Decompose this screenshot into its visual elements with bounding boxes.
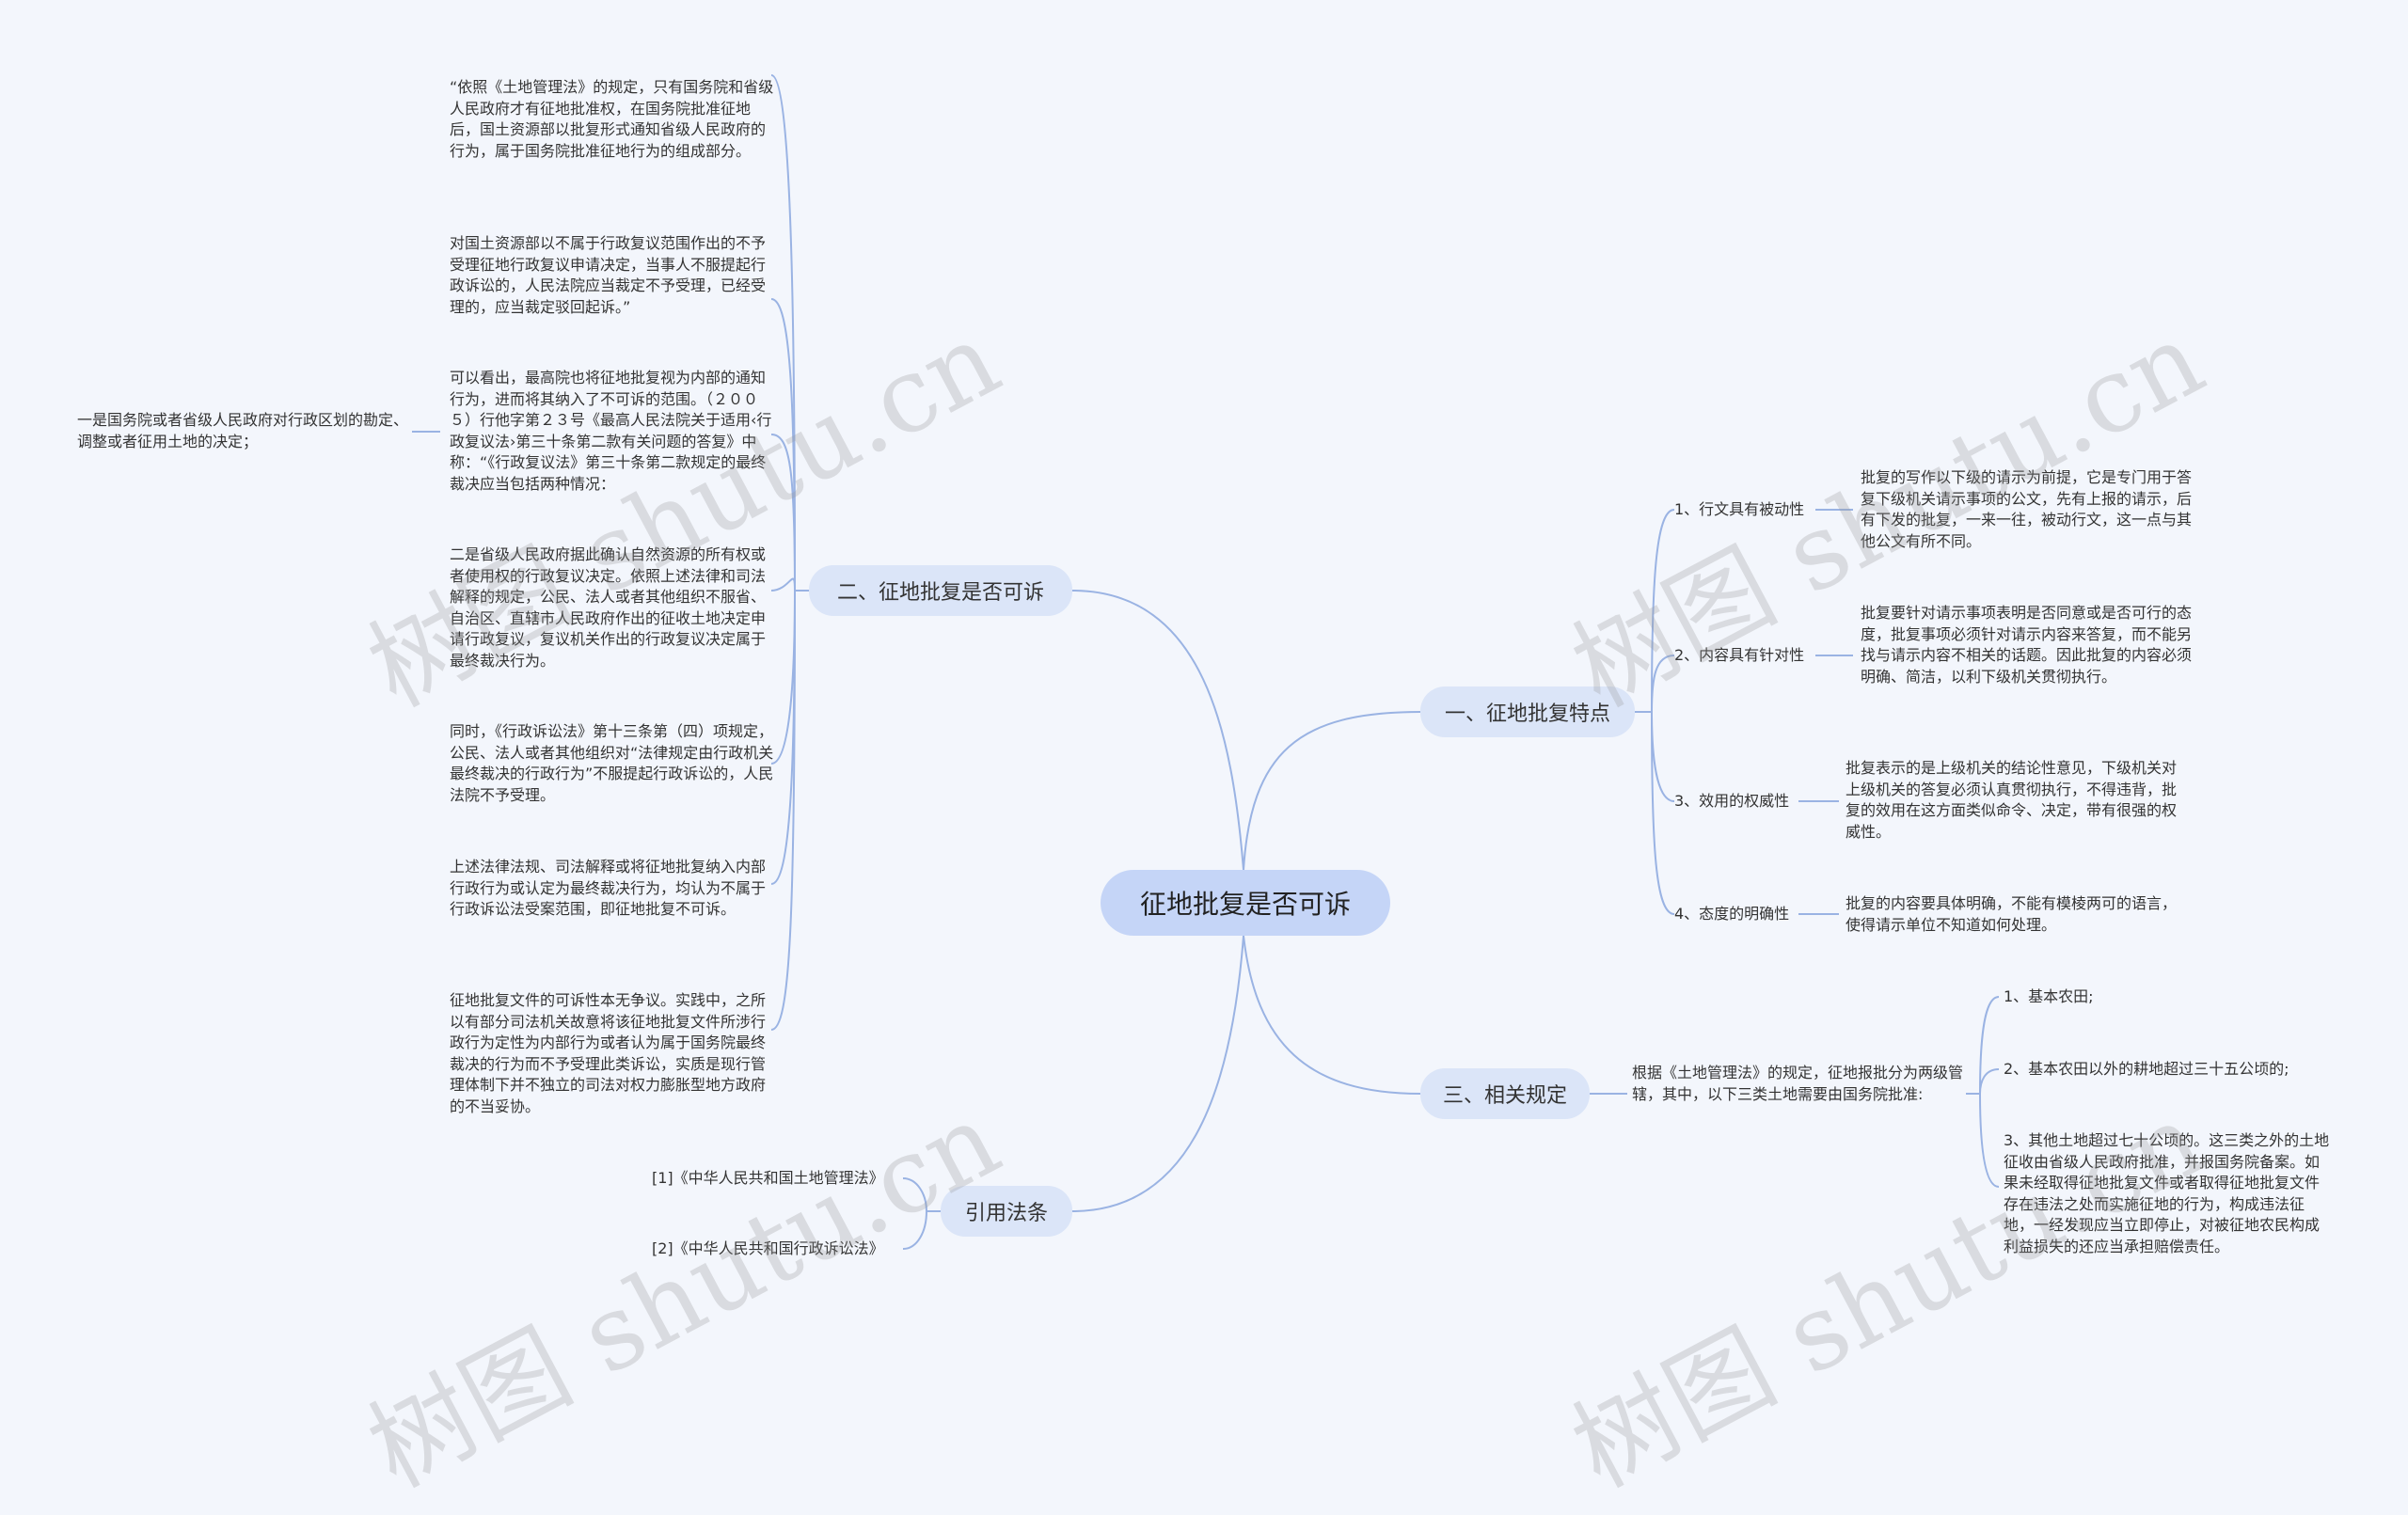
paragraph-7[interactable]: 征地批复文件的可诉性本无争议。实践中，之所以有部分司法机关故意将该征地批复文件所… [450,991,767,1115]
citation-2[interactable]: [2]《中华人民共和国行政诉讼法》 [652,1239,884,1257]
paragraph-3-subnote[interactable]: 一是国务院或者省级人民政府对行政区划的勘定、调整或者征用土地的决定； [77,411,409,450]
feature-label-2[interactable]: 2、内容具有针对性 [1674,646,1805,664]
feature-label-1[interactable]: 1、行文具有被动性 [1674,500,1805,518]
feature-label-4[interactable]: 4、态度的明确性 [1674,905,1790,923]
link-root-b4 [1071,935,1244,1212]
regulation-item-1[interactable]: 1、基本农田; [2004,987,2094,1005]
connector-lines [412,74,2000,1250]
branch-regulations[interactable]: 三、相关规定 [1420,1068,1590,1119]
feature-text-1: 批复的写作以下级的请示为前提，它是专门用于答复下级机关请示事项的公文，先有上报的… [1861,468,2193,550]
link-root-b3 [1243,935,1421,1095]
regulation-intro[interactable]: 根据《土地管理法》的规定，征地报批分为两级管辖，其中，以下三类土地需要由国务院批… [1632,1064,1964,1103]
paragraph-4[interactable]: 二是省级人民政府据此确认自然资源的所有权或者使用权的行政复议决定。依照上述法律和… [450,545,767,670]
regulation-item-2[interactable]: 2、基本农田以外的耕地超过三十五公顷的; [2004,1060,2289,1078]
feature-text-4: 批复的内容要具体明确，不能有模棱两可的语言，使得请示单位不知道如何处理。 [1846,894,2178,934]
link-root-b2 [1071,590,1244,871]
link-root-b1 [1243,711,1421,871]
feature-text-3: 批复表示的是上级机关的结论性意见，下级机关对上级机关的答复必须认真贯彻执行，不得… [1846,759,2178,841]
feature-label-3[interactable]: 3、效用的权威性 [1674,792,1790,810]
branch-features[interactable]: 一、征地批复特点 [1420,686,1635,737]
feature-text-2: 批复要针对请示事项表明是否同意或是否可行的态度，批复事项必须针对请示内容来答复，… [1861,604,2193,686]
paragraph-3[interactable]: 可以看出，最高院也将征地批复视为内部的通知行为，进而将其纳入了不可诉的范围。（２… [450,369,772,493]
paragraph-5[interactable]: 同时，《行政诉讼法》第十三条第（四）项规定，公民、法人或者其他组织对“法律规定由… [450,722,774,804]
regulation-item-3[interactable]: 3、其他土地超过七十公顷的。这三类之外的土地征收由省级人民政府批准，并报国务院备… [2004,1131,2330,1255]
root-node[interactable]: 征地批复是否可诉 [1101,870,1390,936]
paragraph-2[interactable]: 对国土资源部以不属于行政复议范围作出的不予受理征地行政复议申请决定，当事人不服提… [450,234,767,316]
branch-litigable[interactable]: 二、征地批复是否可诉 [809,565,1072,616]
branch-citations[interactable]: 引用法条 [941,1186,1072,1237]
paragraph-1[interactable]: “依照《土地管理法》的规定，只有国务院和省级人民政府才有征地批准权，在国务院批准… [450,78,774,160]
citation-1[interactable]: [1]《中华人民共和国土地管理法》 [652,1169,884,1187]
paragraph-6[interactable]: 上述法律法规、司法解释或将征地批复纳入内部行政行为或认定为最终裁决行为，均认为不… [450,858,767,918]
